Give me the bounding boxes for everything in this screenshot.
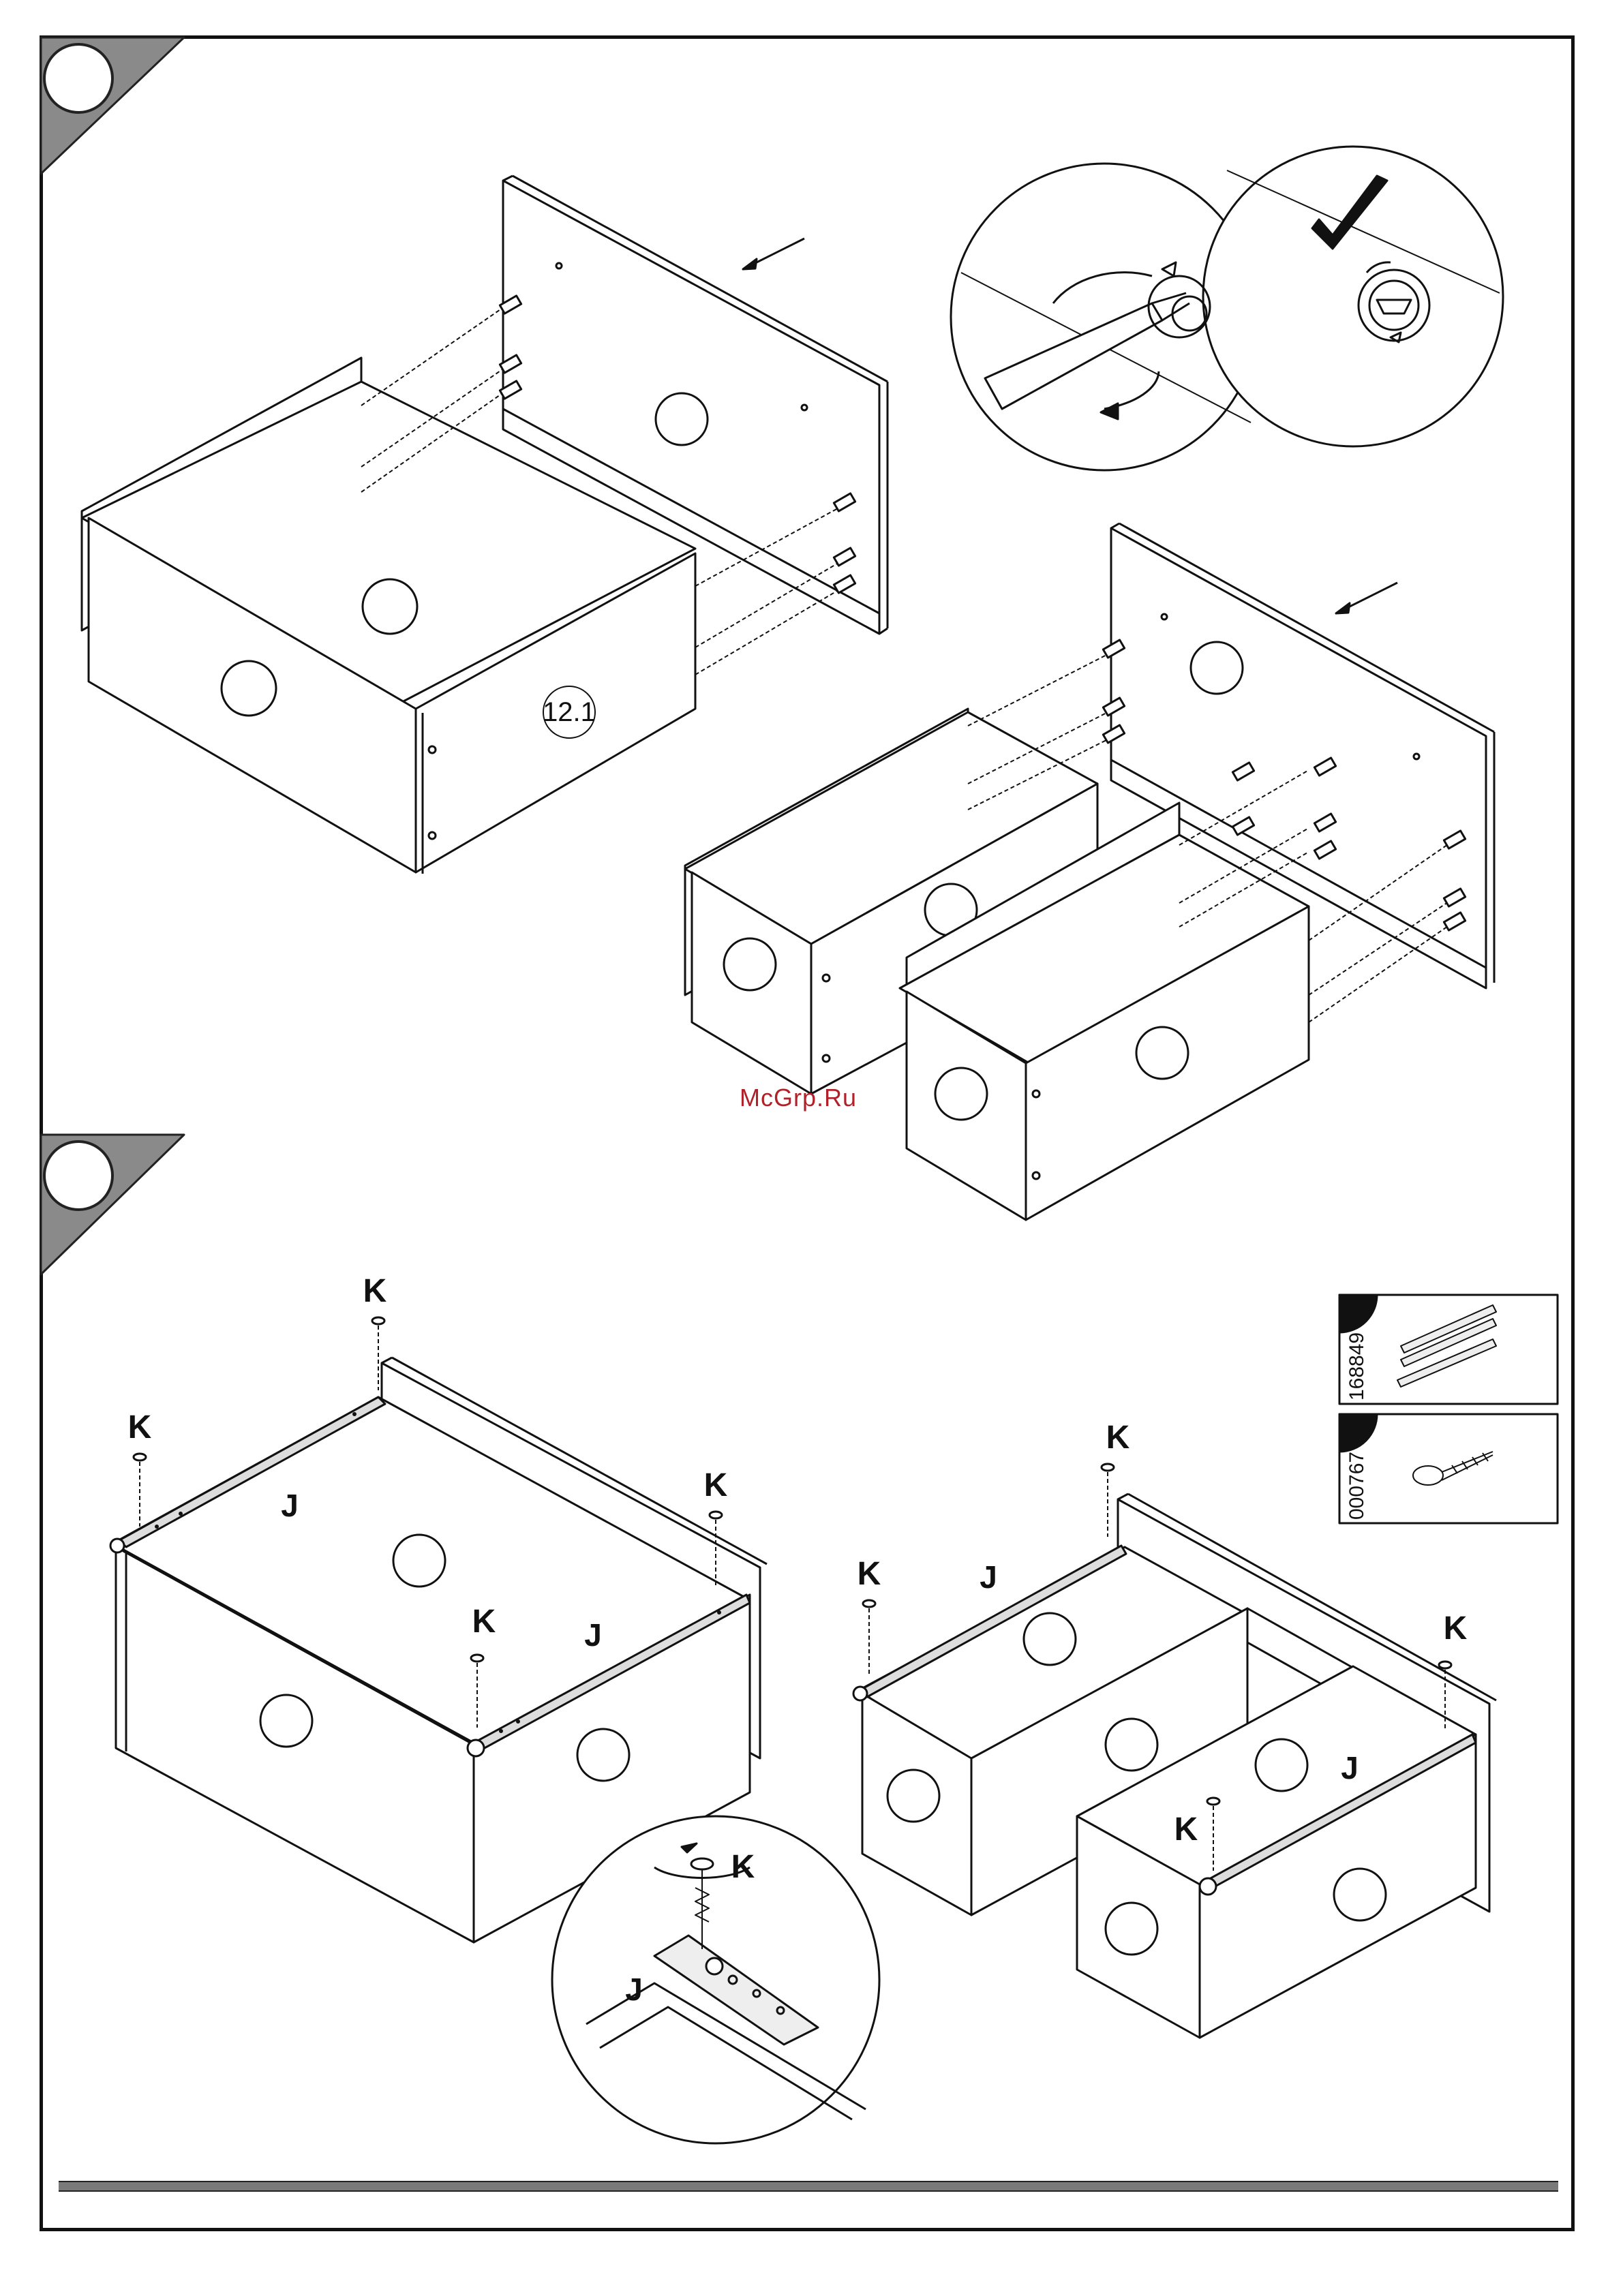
callout-k: K xyxy=(363,1273,387,1309)
drawer-box-single xyxy=(82,176,888,874)
drawer-box-double xyxy=(685,523,1494,1220)
part-code: 168849 xyxy=(1346,1332,1368,1400)
callout-k: K xyxy=(731,1849,755,1885)
callout-j: J xyxy=(584,1617,602,1653)
step-badge-bottom xyxy=(41,1135,184,1274)
watermark: McGrp.Ru xyxy=(740,1084,857,1112)
callout-k: K xyxy=(128,1409,152,1445)
callout-k: K xyxy=(1106,1420,1130,1456)
callout-k: K xyxy=(858,1556,881,1592)
detail-slide-screw xyxy=(552,1816,879,2143)
callout-j: J xyxy=(980,1559,997,1595)
detail-cam-lock xyxy=(951,147,1503,470)
callout-k: K xyxy=(704,1467,728,1503)
part-code: 000767 xyxy=(1346,1452,1368,1520)
footer-bar xyxy=(59,2181,1558,2192)
callout-j: J xyxy=(281,1488,299,1523)
parts-list xyxy=(1339,1295,1558,1523)
callout-k: K xyxy=(1174,1811,1198,1848)
callout-k: K xyxy=(472,1604,496,1640)
drawer-with-slides-double xyxy=(853,1464,1496,2038)
callout-j: J xyxy=(1341,1750,1359,1786)
callout-k: K xyxy=(1444,1610,1468,1647)
step-label: 12.1 xyxy=(543,697,596,727)
step-badge-top xyxy=(41,37,184,174)
callout-j: J xyxy=(625,1972,643,2007)
